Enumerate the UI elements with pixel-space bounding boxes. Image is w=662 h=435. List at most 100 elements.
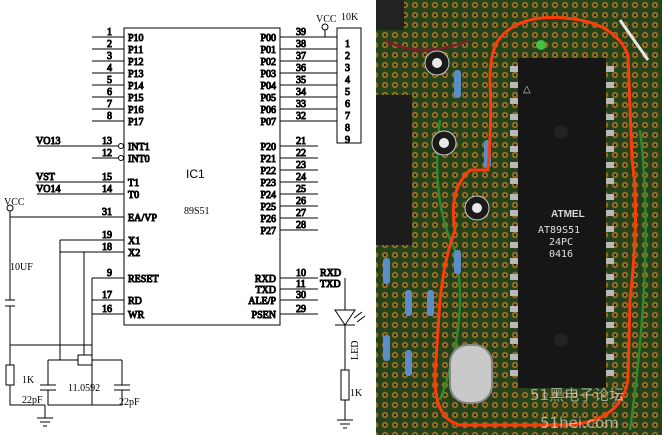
left-pin-name: T1: [128, 178, 139, 189]
right-pin-number: 30: [296, 290, 306, 301]
chip-pin: [510, 226, 520, 232]
left-pin-name: INT0: [128, 154, 150, 165]
right-pin-name: P25: [260, 202, 276, 213]
watermark-cn: 51黑电子论坛: [530, 386, 624, 404]
chip-pin: [604, 130, 614, 136]
main-mcu-chip: [518, 58, 606, 388]
chip-pin: [604, 178, 614, 184]
left-pin-number: 9: [107, 268, 112, 279]
chip-pin: [510, 306, 520, 312]
red-highlight-outline: [433, 15, 638, 427]
left-pin-number: 6: [107, 87, 112, 98]
watermark-url: 51hei.com: [540, 414, 619, 432]
resnet-label: 10K: [341, 12, 359, 23]
wire-segment: [353, 311, 366, 323]
right-pin-number: 35: [296, 75, 306, 86]
chip-pin: [510, 322, 520, 328]
left-pin-number: 14: [102, 184, 112, 195]
left-pin-number: 4: [107, 63, 112, 74]
resnet-pin-number: 3: [345, 63, 350, 74]
chip-pin: [604, 290, 614, 296]
right-pin-number: 34: [296, 87, 306, 98]
right-pin-number: 39: [296, 27, 306, 38]
left-pin-name: P11: [128, 45, 143, 56]
resnet-pin-number: 8: [345, 123, 350, 134]
right-pin-number: 27: [296, 208, 306, 219]
chip-pin: [510, 194, 520, 200]
right-pin-name: P05: [260, 93, 276, 104]
chip-pin: [604, 114, 614, 120]
left-pin-name: EA/VP: [128, 213, 157, 224]
chip-name: IC1: [186, 167, 205, 181]
right-pin-name: P23: [260, 178, 276, 189]
right-pin-number: 37: [296, 51, 306, 62]
chip-pin: [604, 98, 614, 104]
vcc-label-left: VCC: [4, 197, 25, 208]
inverter-bubble: [118, 155, 124, 161]
left-pin-name: RESET: [128, 274, 159, 285]
chip-pin: [510, 178, 520, 184]
wire-segment: [37, 417, 53, 427]
left-pin-name: P17: [128, 117, 144, 128]
green-led: [536, 40, 546, 50]
right-pin-number: 28: [296, 220, 306, 231]
chip-pin: [510, 114, 520, 120]
chip-pin: [604, 210, 614, 216]
left-pin-number: 8: [107, 111, 112, 122]
right-pin-number: 10: [296, 268, 306, 279]
wire-segment: [59, 240, 85, 360]
right-pin-number: 32: [296, 111, 306, 122]
wire-segment: [9, 385, 45, 406]
left-pin-name: P15: [128, 93, 144, 104]
left-ic-chip: [376, 95, 412, 245]
crystal-symbol: [77, 354, 93, 366]
schematic-diagram: 1P102P113P124P135P146P157P168P1713INT1VO…: [4, 12, 366, 429]
left-pin-name: T0: [128, 190, 139, 201]
left-pin-number: 15: [102, 172, 112, 183]
vcc-terminal-left: [6, 204, 14, 212]
resnet-pin-number: 9: [345, 135, 350, 146]
cap2-label: 22pF: [119, 397, 140, 408]
wire-segment: [337, 419, 353, 429]
crystal-oscillator: [449, 344, 493, 404]
chip-pin: [510, 370, 520, 376]
red-wire: [384, 38, 471, 52]
right-pin-name: P27: [260, 226, 276, 237]
chip-pin: [510, 130, 520, 136]
white-wire: [618, 19, 650, 61]
left-pin-number: 2: [107, 39, 112, 50]
chip-pin: [510, 274, 520, 280]
led-label: LED: [350, 341, 361, 360]
right-pin-net: TXD: [320, 279, 341, 290]
left-pin-name: WR: [128, 310, 144, 321]
capacitor-group: [424, 50, 490, 221]
cap1-label: 22pF: [22, 395, 43, 406]
chip-pin: [510, 146, 520, 152]
wire-segment: [47, 360, 123, 385]
right-pin-name: TXD: [255, 285, 276, 296]
chip-line1: AT89S51: [538, 225, 580, 236]
chip-line3: 0416: [549, 249, 573, 260]
left-pin-net: VO14: [36, 184, 60, 195]
chip-pin: [510, 66, 520, 72]
chip-pin: [604, 274, 614, 280]
svg-text:△: △: [523, 84, 531, 95]
left-pin-name: P12: [128, 57, 144, 68]
wire-segment: [47, 390, 123, 406]
chip-pin: [510, 290, 520, 296]
left-pin-name: X2: [128, 248, 140, 259]
resnet-pin-number: 2: [345, 51, 350, 62]
right-pin-name: P20: [260, 142, 276, 153]
resnet-pin-number: 5: [345, 87, 350, 98]
chip-pin: [510, 258, 520, 264]
chip-pin: [510, 82, 520, 88]
vcc-terminal-top: [321, 23, 329, 31]
right-pin-name: P21: [260, 154, 276, 165]
right-pin-number: 25: [296, 184, 306, 195]
chip-part: 89S51: [184, 206, 210, 217]
led-resistor: [340, 369, 350, 401]
left-pin-number: 16: [102, 304, 112, 315]
left-pin-number: 7: [107, 99, 112, 110]
